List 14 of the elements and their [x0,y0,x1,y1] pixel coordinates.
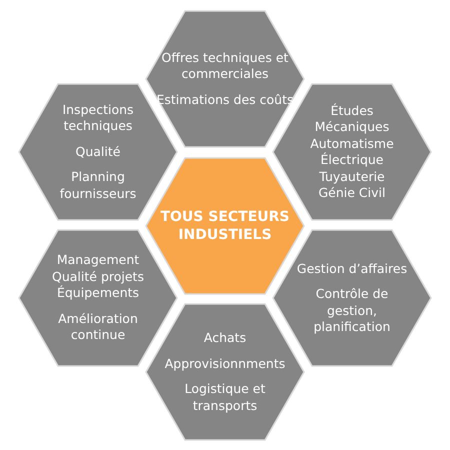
hexagon-text: Estimations des coûts [155,92,295,108]
hexagon-text: Contrôle de gestion, planification [312,286,392,336]
hexagon-title: TOUS SECTEURS INDUSTIELS [160,208,290,244]
hexagon-text: Qualité [74,144,122,160]
hexagon-text: Logistique et transports [184,381,266,414]
hexagon-text: Offres techniques et commerciales [160,50,290,83]
hexagon-text: Approvisionnments [164,356,286,372]
hexagon-text: Amélioration continue [57,310,139,344]
hexagon-text: Achats [202,330,248,346]
hexagon-text: Inspections techniques [61,102,135,135]
hexagon-text: Gestion d’affaires [296,260,408,277]
hexagon-text: Management Qualité projets Équipements [51,252,145,302]
hexagon-text: Études Mécaniques Automatisme Électrique Tuyauterie Génie Civil [309,102,395,202]
hexagon-text: Planning fournisseurs [58,169,138,202]
